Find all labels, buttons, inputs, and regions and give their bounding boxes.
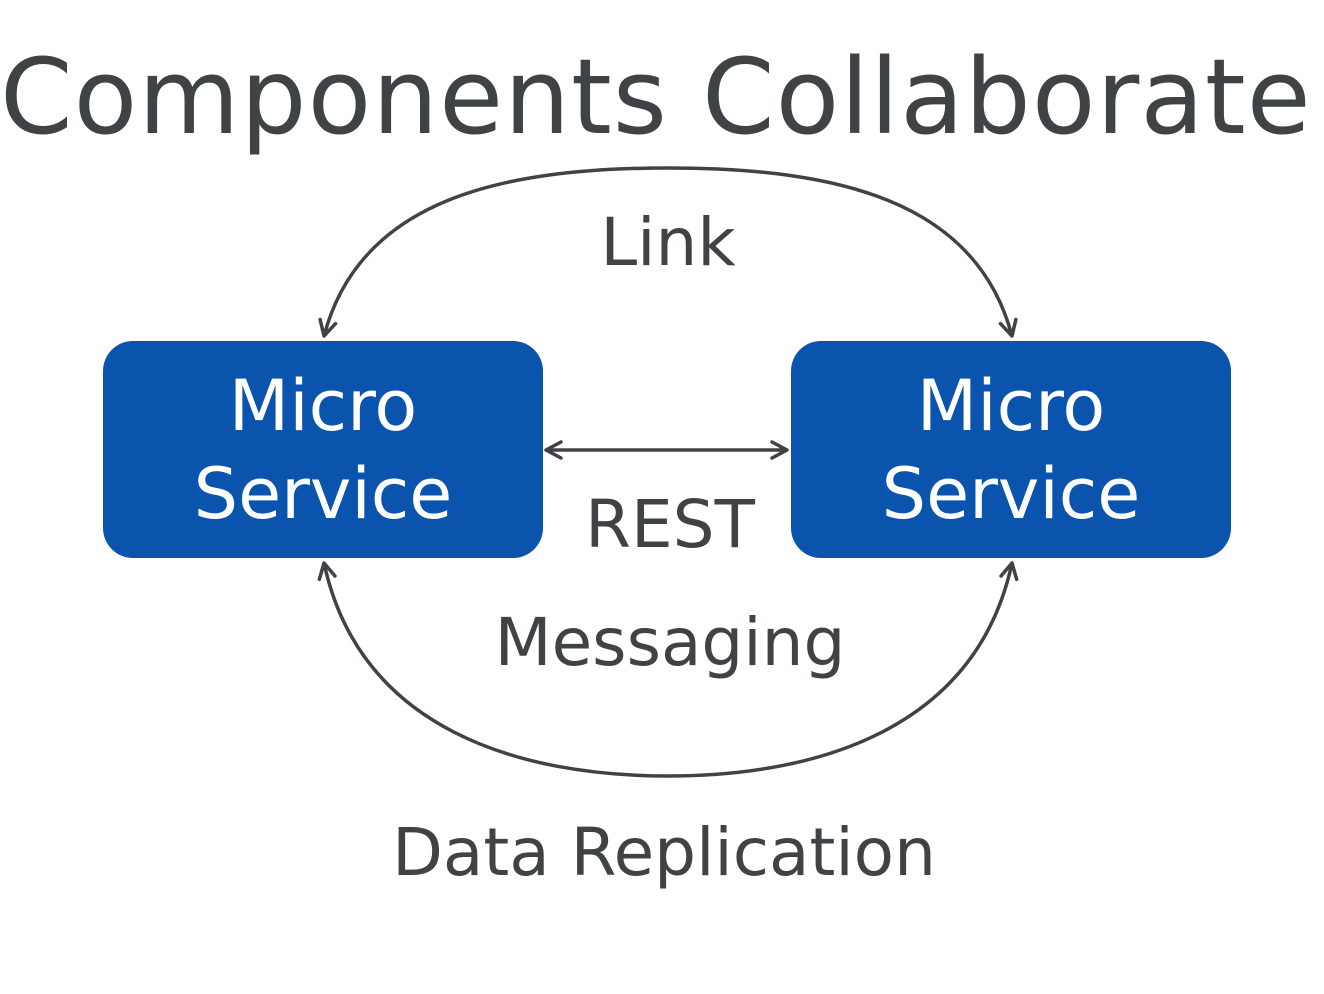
node-label-line: Service: [881, 452, 1141, 535]
link-connector: [318, 166, 1018, 338]
messaging-connector: [317, 561, 1019, 778]
node-label-line: Service: [193, 452, 453, 535]
node-label-line: Micro: [916, 364, 1106, 447]
link-label: Link: [600, 204, 736, 281]
node-label-line: Micro: [228, 364, 418, 447]
rest-label: REST: [585, 486, 755, 563]
messaging-label: Messaging: [494, 604, 846, 681]
micro-service-node-left: Micro Service: [103, 341, 543, 558]
slide-title: Components Collaborate: [0, 36, 1312, 158]
data-replication-label: Data Replication: [392, 814, 936, 891]
micro-service-node-right: Micro Service: [791, 341, 1231, 558]
